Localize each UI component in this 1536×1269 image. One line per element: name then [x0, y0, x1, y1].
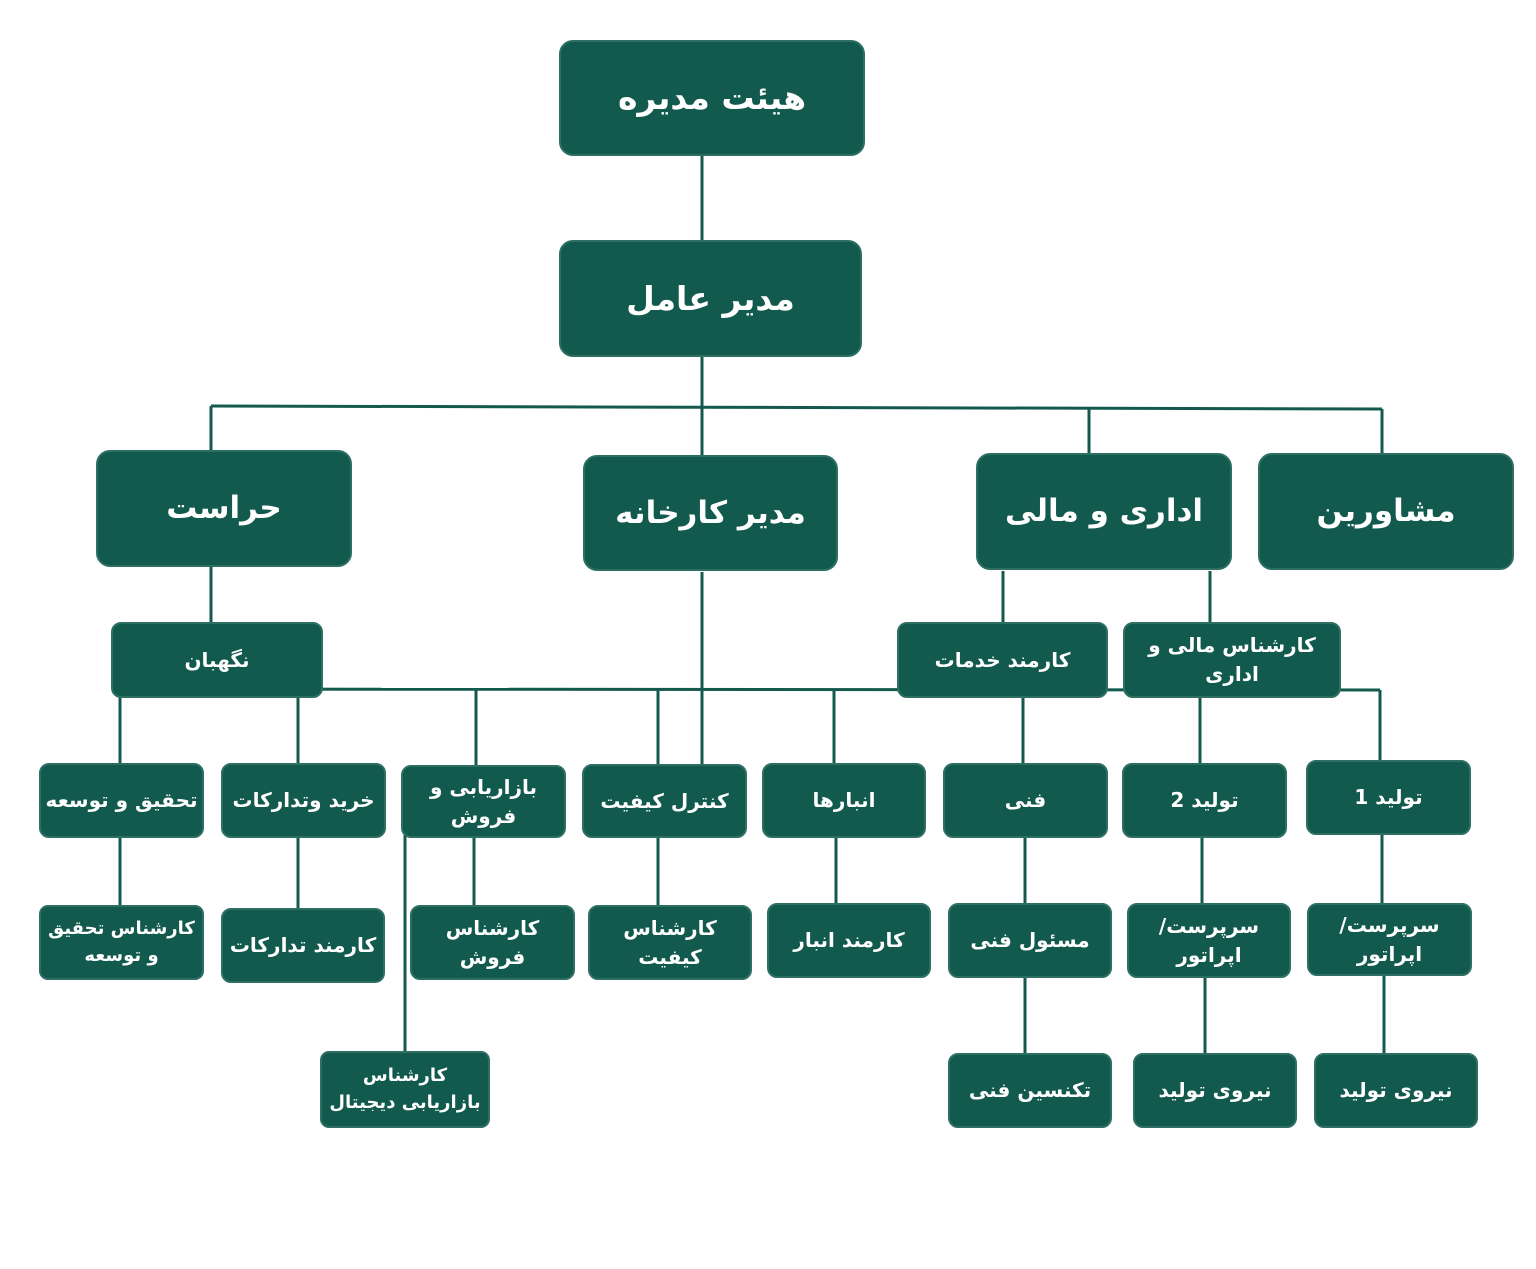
- digital-marketing-expert-box: کارشناس بازاریابی دیجیتال: [320, 1051, 490, 1128]
- quality-control-box: کنترل کیفیت: [582, 764, 747, 838]
- rnd-expert-box: کارشناس تحقیق و توسعه: [39, 905, 204, 980]
- procurement-clerk-box: کارمند تدارکات: [221, 908, 385, 983]
- marketing-sales-box: بازاریابی و فروش: [401, 765, 566, 838]
- advisors-box: مشاورین: [1258, 453, 1514, 570]
- technician-box: تکنسین فنی: [948, 1053, 1112, 1128]
- production-staff-2-box: نیروی تولید: [1133, 1053, 1297, 1128]
- technical-box: فنی: [943, 763, 1108, 838]
- rnd-box: تحقیق و توسعه: [39, 763, 204, 838]
- board-of-directors-box: هیئت مدیره: [559, 40, 865, 156]
- supervisor-operator-1-box: سرپرست/ اپراتور: [1307, 903, 1472, 976]
- procurement-box: خرید وتدارکات: [221, 763, 386, 838]
- production-staff-1-box: نیروی تولید: [1314, 1053, 1478, 1128]
- sales-expert-box: کارشناس فروش: [410, 905, 575, 980]
- ceo-box: مدیر عامل: [559, 240, 862, 357]
- guard-box: نگهبان: [111, 622, 323, 698]
- warehouses-box: انبارها: [762, 763, 926, 838]
- services-clerk-box: کارمند خدمات: [897, 622, 1108, 698]
- security-box: حراست: [96, 450, 352, 567]
- admin-finance-box: اداری و مالی: [976, 453, 1232, 570]
- production-1-box: تولید 1: [1306, 760, 1471, 835]
- quality-expert-box: کارشناس کیفیت: [588, 905, 752, 980]
- warehouse-clerk-box: کارمند انبار: [767, 903, 931, 978]
- finance-admin-expert-box: کارشناس مالی و اداری: [1123, 622, 1341, 698]
- technical-officer-box: مسئول فنی: [948, 903, 1112, 978]
- production-2-box: تولید 2: [1122, 763, 1287, 838]
- connector: [210, 404, 1383, 411]
- supervisor-operator-2-box: سرپرست/ اپراتور: [1127, 903, 1291, 978]
- factory-manager-box: مدیر کارخانه: [583, 455, 838, 571]
